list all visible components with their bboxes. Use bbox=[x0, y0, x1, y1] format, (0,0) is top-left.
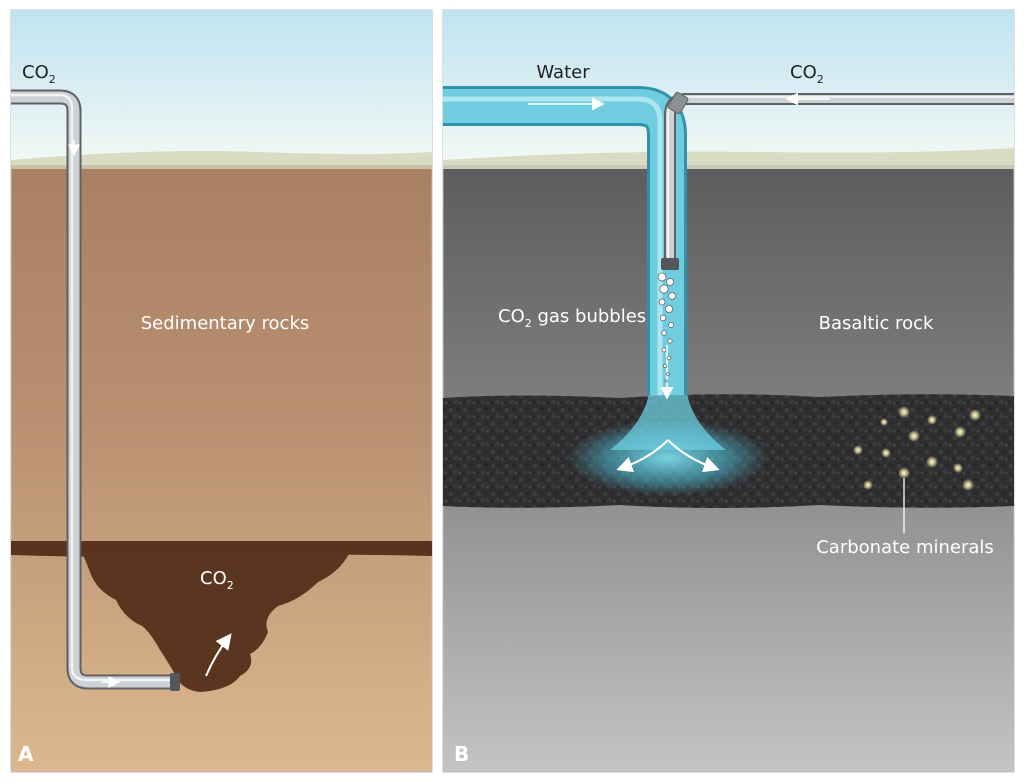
panel-b-co2-bubbles bbox=[657, 272, 676, 383]
panel-a: CO2 Sedimentary rocks CO2 A bbox=[10, 9, 433, 773]
panel-a-pipe-highlight bbox=[11, 93, 172, 682]
panel-b-water-spread bbox=[568, 420, 768, 496]
panel-a-letter: A bbox=[18, 742, 34, 766]
panel-b-minerals-label: Carbonate minerals bbox=[816, 537, 994, 558]
panel-b-water-label: Water bbox=[536, 62, 590, 83]
panel-a-soil-line bbox=[11, 165, 432, 169]
panel-b-water-jet bbox=[610, 385, 726, 450]
panel-a-pipe bbox=[11, 91, 172, 688]
panel-b-carbonate-minerals bbox=[853, 406, 981, 491]
panel-a-co2-inlet-label: CO2 bbox=[22, 62, 56, 86]
panel-b-water-pipe-highlight bbox=[443, 96, 663, 395]
panel-a-plume-label: CO2 bbox=[200, 568, 234, 592]
panel-a-rock-label: Sedimentary rocks bbox=[141, 313, 310, 334]
panel-b-letter: B bbox=[454, 742, 469, 766]
panel-b-soil-line bbox=[443, 165, 1014, 169]
panel-b-bubbles-label: CO2 gas bubbles bbox=[498, 306, 646, 330]
panel-b: Water CO2 CO2 gas bubbles Basaltic rock … bbox=[442, 9, 1015, 773]
panel-a-co2-plume bbox=[82, 552, 350, 692]
panel-b-co2-nozzle bbox=[661, 258, 679, 270]
panel-b-rock-label: Basaltic rock bbox=[819, 313, 934, 334]
panel-b-co2-inlet-label: CO2 bbox=[790, 62, 824, 86]
panel-a-pipe-outlet bbox=[170, 673, 180, 691]
panel-b-spread-arrow-right bbox=[667, 439, 720, 473]
panel-b-spread-arrow-left bbox=[616, 439, 669, 473]
panel-b-ground-surface bbox=[443, 148, 1014, 168]
panel-a-plume-arrow bbox=[205, 633, 232, 677]
panel-a-ground-surface bbox=[11, 151, 432, 168]
panel-b-valve-joint bbox=[667, 91, 689, 115]
panel-b-sky bbox=[443, 10, 1014, 160]
